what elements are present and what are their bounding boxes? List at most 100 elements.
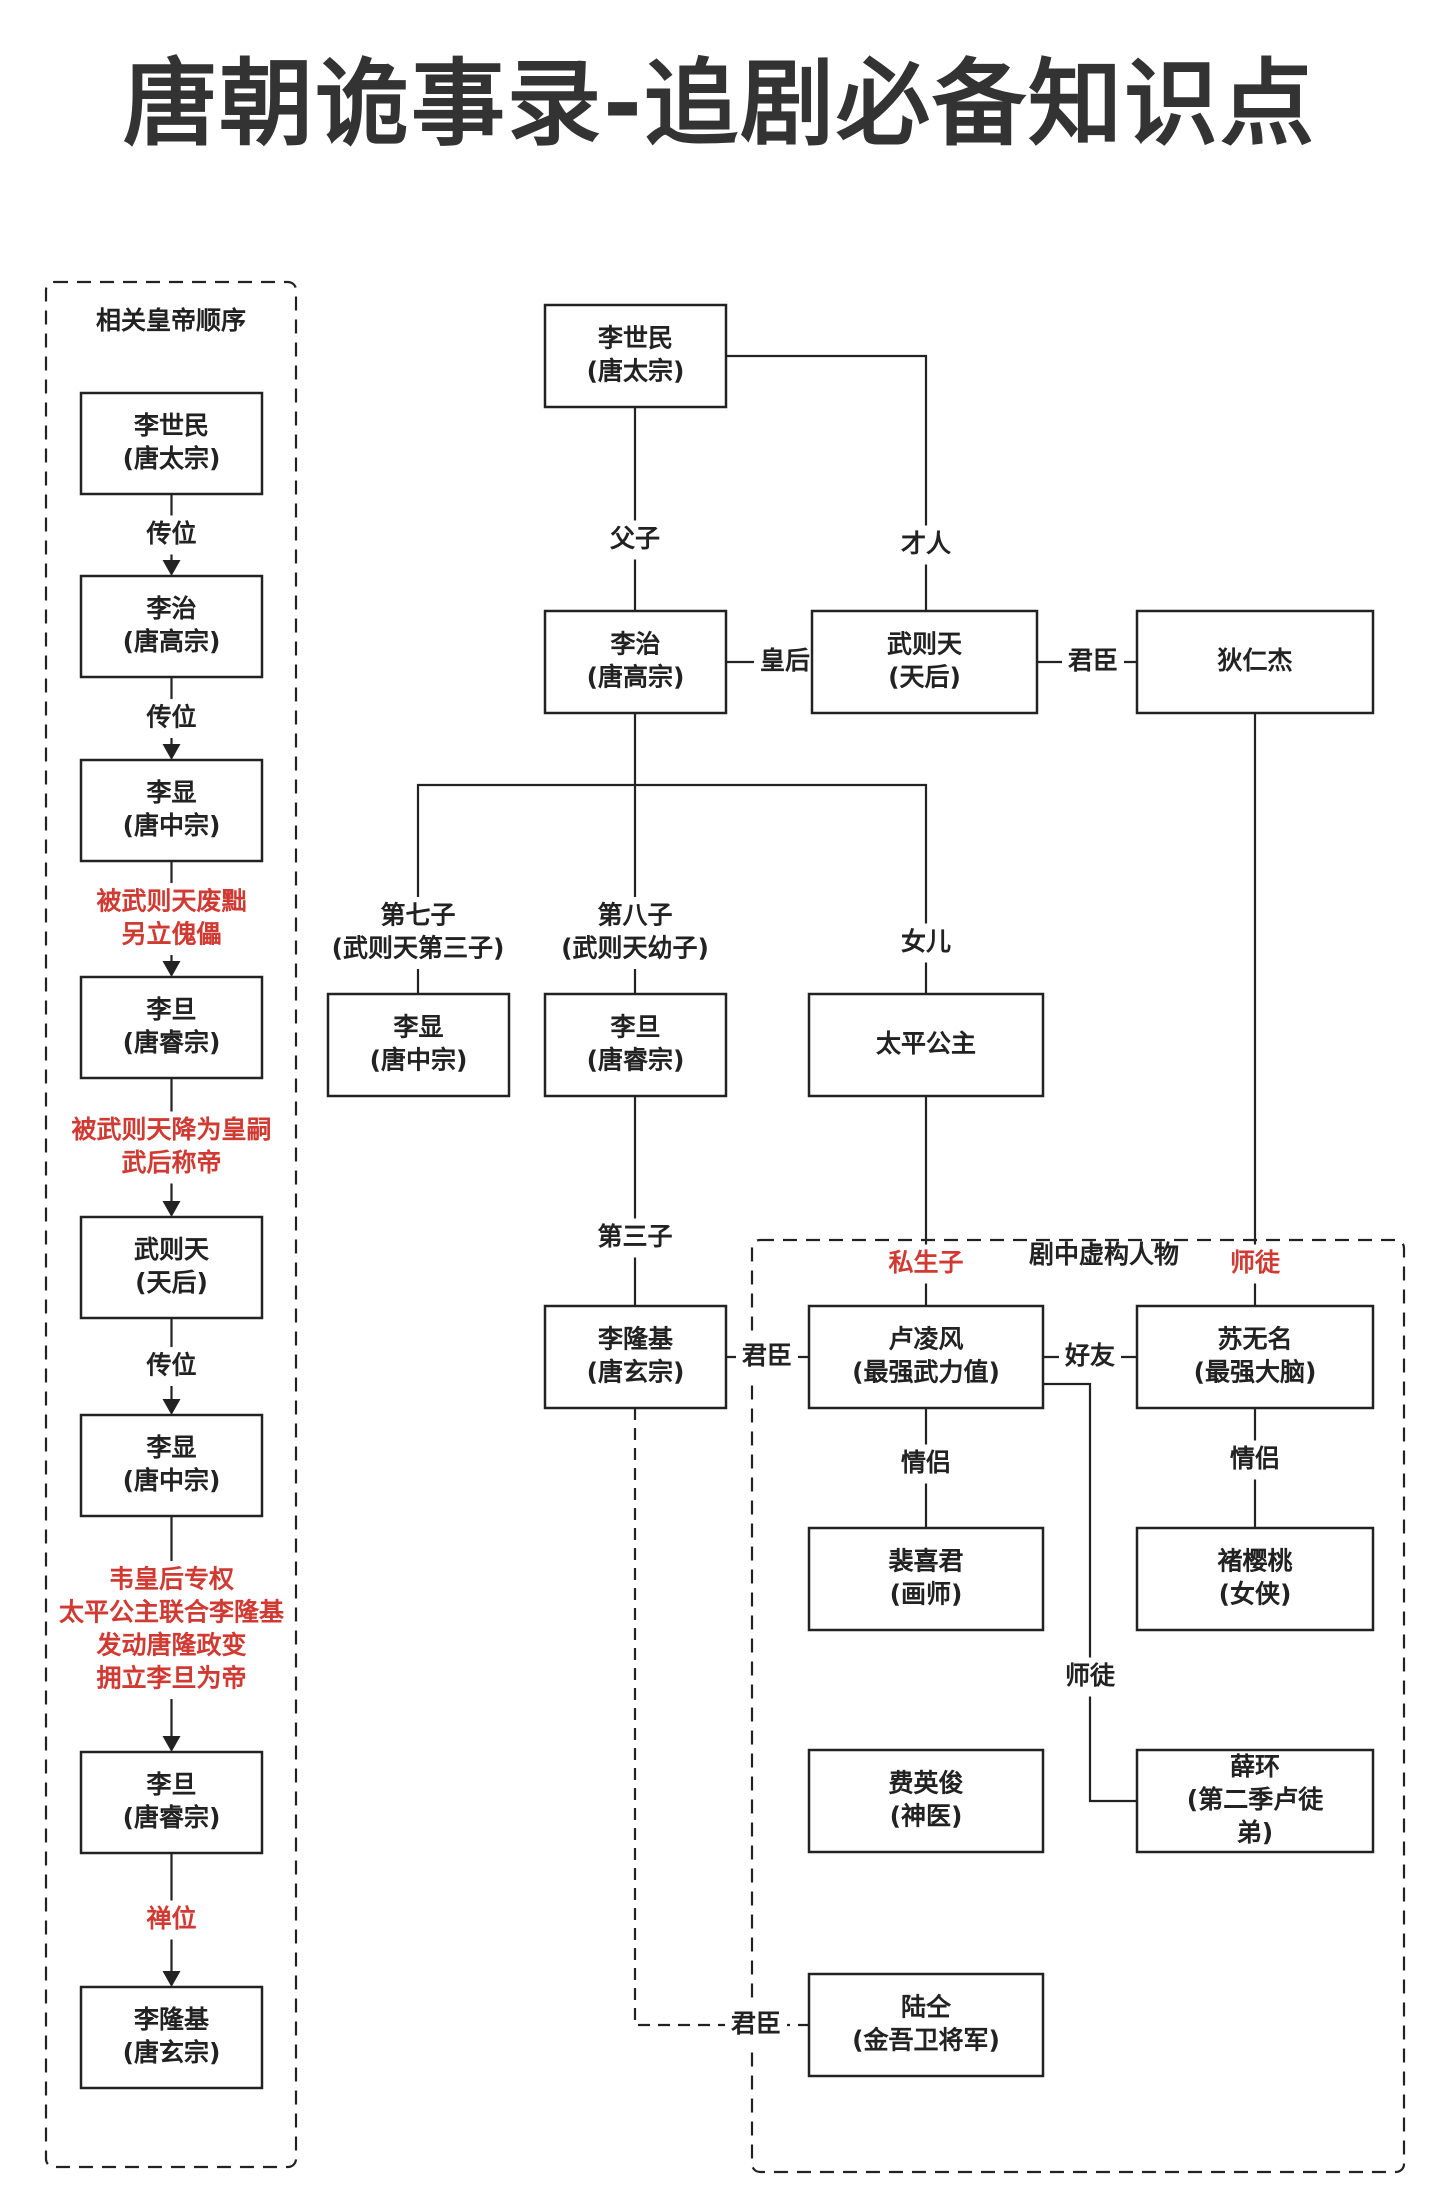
node-box [79, 758, 264, 863]
node-suwuming: 苏无名(最强大脑) [1135, 1304, 1375, 1410]
node-text-line: (唐中宗) [123, 811, 221, 840]
node-seq-1: 李治(唐高宗) [79, 574, 264, 679]
label-text-line: 第七子 [380, 901, 455, 930]
node-text-line: (神医) [890, 1802, 963, 1831]
node-text-line: (唐太宗) [587, 357, 685, 386]
label-sishengzi: 私生子 [882, 1244, 970, 1284]
label-bg [725, 2005, 787, 2045]
node-seq-6: 李旦(唐睿宗) [79, 1750, 264, 1855]
node-text-line: (唐太宗) [123, 444, 221, 473]
label-bg [895, 525, 957, 565]
edge-children-bus [416, 783, 928, 994]
edge-lulingfeng-xuehuan [1043, 1382, 1137, 1803]
node-lishimin: 李世民(唐太宗) [543, 303, 728, 409]
node-text-line: (唐中宗) [370, 1046, 468, 1075]
node-text-line: (天后) [135, 1268, 208, 1297]
node-box [1135, 1526, 1375, 1632]
node-text-line: 李隆基 [134, 2005, 209, 2034]
label-bg [1059, 1337, 1121, 1377]
node-box [79, 574, 264, 679]
label-shitu2: 师徒 [1059, 1657, 1121, 1697]
node-text-line: 李显 [146, 778, 196, 807]
label-bg [1224, 1244, 1286, 1284]
node-text-line: (最强武力值) [852, 1358, 1000, 1387]
label-text-line: 君臣 [1068, 646, 1118, 675]
label-text-line: 第八子 [597, 901, 672, 930]
node-text-line: 武则天 [887, 630, 962, 659]
node-wuzetian: 武则天 (天后) [810, 609, 1039, 715]
label-bg [140, 1347, 203, 1386]
node-box [79, 391, 264, 496]
label-bg [754, 642, 816, 682]
edge-lilongji-luquan-dashed [633, 1408, 809, 2027]
sequence-group-border [44, 280, 298, 2169]
label-bg [591, 1218, 679, 1258]
node-box [79, 1215, 264, 1320]
node-text-line: (唐睿宗) [123, 1803, 221, 1832]
node-box [543, 1304, 728, 1410]
label-bg [309, 897, 527, 969]
label-bg [539, 897, 731, 969]
node-text-line: 裴喜君 [888, 1547, 963, 1576]
label-text-line: 传位 [145, 1351, 196, 1380]
label-qinglv2: 情侣 [1224, 1440, 1286, 1480]
label-diqizi: 第七子 (武则天第三子) [309, 897, 527, 969]
node-box [807, 1526, 1045, 1632]
node-box [543, 303, 728, 409]
node-lizhi: 李治(唐高宗) [543, 609, 728, 715]
label-fuzi: 父子 [604, 520, 666, 560]
node-text-line: 费英俊 [888, 1769, 963, 1798]
node-seq-5: 李显(唐中宗) [79, 1413, 264, 1518]
label-bg [140, 515, 203, 555]
node-text-line: (女侠) [1219, 1580, 1292, 1609]
arrow-down-icon [162, 560, 181, 576]
node-text-line: 李治 [146, 594, 196, 623]
label-text-line: 师徒 [1230, 1248, 1281, 1277]
node-text-line: 李世民 [134, 411, 209, 440]
label-text-line: 好友 [1064, 1341, 1115, 1370]
node-peixijun: 裴喜君(画师) [807, 1526, 1045, 1632]
node-text-line: 苏无名 [1217, 1325, 1292, 1354]
node-text-line: 薛环 [1230, 1752, 1280, 1781]
label-text-line: 发动唐隆政变 [95, 1631, 246, 1660]
label-bg [604, 520, 666, 560]
node-text-line: (唐玄宗) [123, 2038, 221, 2067]
node-text-line: 弟) [1237, 1818, 1273, 1847]
label-nver: 女儿 [895, 923, 957, 963]
node-box [79, 1413, 264, 1518]
node-text-line: 太平公主 [876, 1029, 976, 1058]
node-seq-0: 李世民 (唐太宗) [79, 391, 264, 496]
label-seq-transition-0: 传位 [140, 515, 203, 555]
node-text-line: (唐高宗) [587, 663, 685, 692]
label-junchen3: 君臣 [725, 2005, 787, 2045]
node-lidan: 李旦(唐睿宗) [543, 992, 728, 1098]
node-text-line: (唐睿宗) [587, 1046, 685, 1075]
label-text-line: 情侣 [901, 1448, 951, 1477]
label-text-line: 韦皇后专权 [109, 1565, 234, 1594]
label-text-line: 私生子 [888, 1248, 963, 1277]
label-seq-transition-4: 传位 [140, 1347, 203, 1386]
arrow-down-icon [162, 1736, 181, 1752]
node-lixian: 李显 (唐中宗) [326, 992, 511, 1098]
node-box [326, 992, 511, 1098]
node-text-line: 李显 [393, 1013, 443, 1042]
label-text-line: 皇后 [760, 646, 810, 675]
node-text-line: 陆仝 [901, 1993, 952, 2022]
label-huanghou: 皇后 [754, 642, 816, 682]
node-text-line: 李隆基 [598, 1325, 673, 1354]
node-text-line: (天后) [888, 663, 961, 692]
label-text-line: 第三子 [597, 1222, 672, 1251]
label-text-line: (武则天第三子) [332, 934, 505, 963]
label-bg [1062, 642, 1124, 682]
node-box [543, 609, 728, 715]
label-bg [49, 1561, 294, 1699]
fictional-group-border [750, 1238, 1406, 2174]
node-box [807, 1748, 1045, 1854]
node-seq-7: 李隆基 (唐玄宗) [79, 1985, 264, 2090]
node-box [79, 1750, 264, 1855]
node-seq-2: 李显 (唐中宗) [79, 758, 264, 863]
label-bg [140, 699, 203, 738]
